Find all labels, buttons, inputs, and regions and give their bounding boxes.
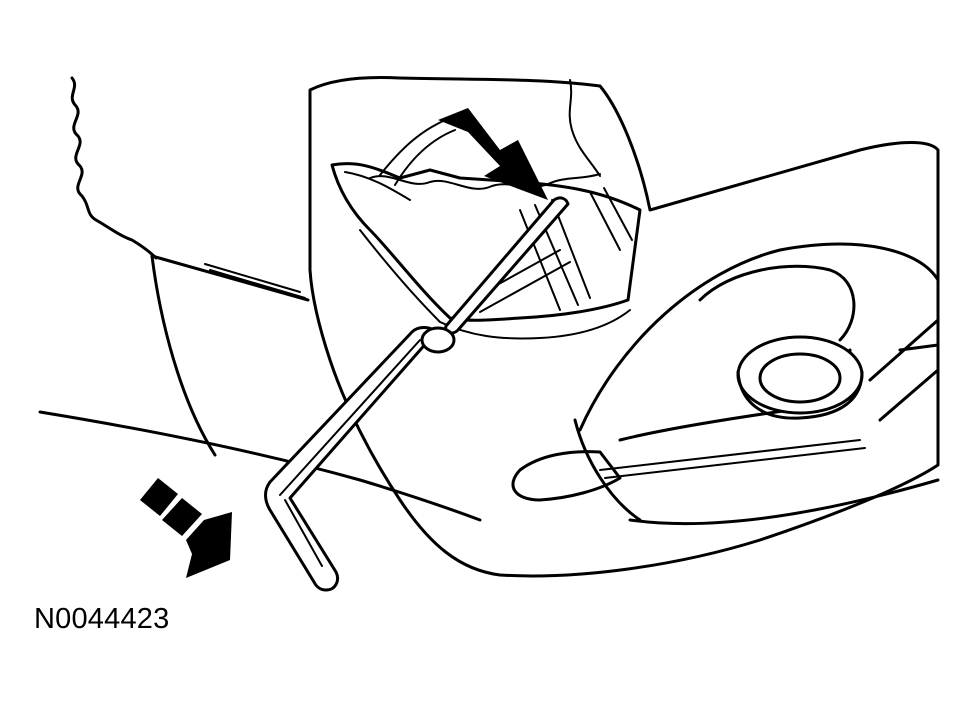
housing-outline: [308, 76, 940, 578]
housing-opening-rim: [344, 171, 631, 340]
knob-assembly: [578, 242, 940, 442]
lower-panel: [38, 410, 482, 522]
hex-key-icon: [264, 196, 570, 592]
down-arrow-top: [438, 108, 548, 200]
lower-lever: [511, 450, 622, 502]
left-torn-edge: [70, 76, 158, 260]
lower-lever-slot: [599, 439, 866, 479]
lower-housing-curve: [573, 418, 940, 526]
panel-top-edge: [150, 254, 310, 302]
panel-slot: [204, 263, 306, 299]
housing-opening: [330, 162, 642, 322]
figure-caption: N0044423: [34, 603, 170, 635]
panel-left-edge: [150, 254, 217, 457]
inner-torn-cloth: [369, 79, 601, 190]
motion-arrow-icon: [140, 478, 232, 578]
